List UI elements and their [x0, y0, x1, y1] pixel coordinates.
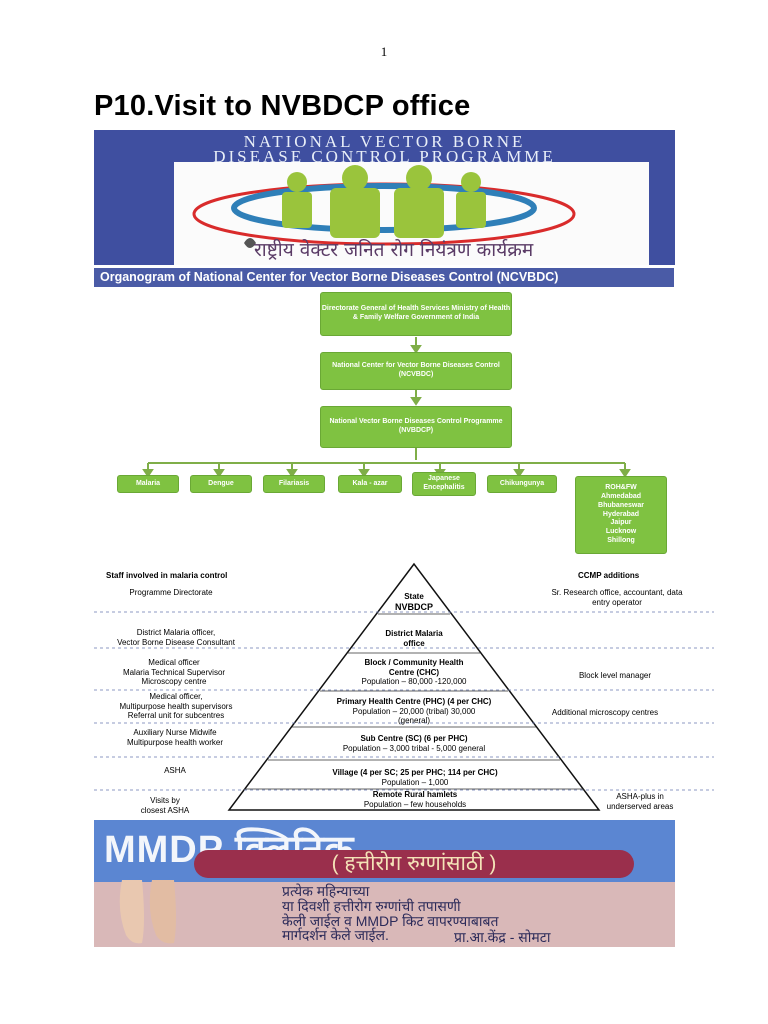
- level-sub: Population – 80,000 -120,000: [361, 677, 467, 687]
- left-staff-4: Medical officer, Multipurpose health sup…: [119, 692, 233, 721]
- roh-line: Hyderabad: [602, 510, 640, 518]
- org-level3-box: National Vector Borne Diseases Control P…: [320, 406, 512, 448]
- organogram-title: Organogram of National Center for Vector…: [94, 268, 674, 287]
- banner-line1: NATIONAL VECTOR BORNE: [243, 132, 526, 151]
- level-sub: Population – 3,000 tribal - 5,000 genera…: [342, 743, 486, 753]
- disease-box-malaria: Malaria: [117, 475, 179, 493]
- left-staff-7: Visits by closest ASHA: [140, 796, 190, 815]
- left-staff-5: Auxiliary Nurse Midwife Multipurpose hea…: [126, 728, 224, 747]
- roh-line: Ahmedabad: [600, 493, 642, 501]
- pyramid-diagram: [94, 562, 714, 811]
- pyramid-right-header: CCMP additions: [578, 571, 640, 580]
- level-title: Remote Rural hamlets: [372, 790, 458, 799]
- right-ccmp-2: Block level manager: [578, 671, 652, 680]
- disease-box-filariasis: Filariasis: [263, 475, 325, 493]
- level-title: Village (4 per SC; 25 per PHC; 114 per C…: [332, 768, 498, 777]
- disease-box-chikungunya: Chikungunya: [487, 475, 557, 493]
- legs-image-icon: [119, 880, 176, 944]
- level-title2: Population – 20,000 (tribal) 30,000: [352, 706, 476, 716]
- roh-line: ROH&FW: [605, 484, 637, 492]
- pyramid-level-hamlets: Remote Rural hamlets Population – few ho…: [310, 790, 520, 809]
- left-staff-1: Programme Directorate: [129, 588, 213, 597]
- roh-line: Lucknow: [605, 528, 637, 536]
- mmdp-line2: या दिवशी हत्तीरोग रुग्णांची तपासणी: [282, 898, 461, 914]
- mmdp-bottom-band: [94, 882, 675, 947]
- roh-box: ROH&FW Ahmedabad Bhubaneswar Hyderabad J…: [575, 476, 667, 554]
- nvbdcp-banner: NATIONAL VECTOR BORNE DISEASE CONTROL PR…: [94, 130, 675, 265]
- level-title: Block / Community Health: [364, 658, 464, 667]
- left-staff-6: ASHA: [164, 766, 186, 775]
- disease-box-kala-azar: Kala - azar: [338, 475, 402, 493]
- roh-line: Jaipur: [610, 519, 632, 527]
- right-ccmp-4: ASHA-plus in underserved areas: [606, 792, 674, 811]
- pyramid-level-village: Village (4 per SC; 25 per PHC; 114 per C…: [290, 768, 540, 787]
- left-staff-2: District Malaria officer, Vector Borne D…: [117, 628, 235, 647]
- pyramid-level-subcentre: Sub Centre (SC) (6 per PHC) Population –…: [300, 734, 528, 753]
- mmdp-subtitle: ( हत्तीरोग रुग्णांसाठी ): [194, 850, 634, 878]
- level-title2: Centre (CHC): [388, 667, 440, 677]
- mmdp-banner-photo: MMDP क्लिनिक ( हत्तीरोग रुग्णांसाठी ) प्…: [94, 820, 675, 947]
- page-number: 1: [380, 44, 388, 59]
- left-staff-3: Medical officer Malaria Technical Superv…: [122, 658, 226, 687]
- level-title: District Malaria: [385, 629, 443, 638]
- level-title2: NVBDCP: [394, 601, 433, 612]
- nvbdcp-logo-icon: [192, 165, 576, 248]
- level-sub: (general): [397, 716, 430, 726]
- pyramid-level-phc: Primary Health Centre (PHC) (4 per CHC) …: [296, 697, 532, 726]
- mmdp-line5: प्रा.आ.केंद्र - सोमटा: [454, 929, 551, 945]
- pyramid-level-state: State NVBDCP: [364, 592, 464, 612]
- banner-hindi: राष्ट्रीय वेक्टर जनित रोग नियंत्रण कार्य…: [254, 239, 534, 261]
- org-level1-box: Directorate General of Health Services M…: [320, 292, 512, 336]
- roh-line: Bhubaneswar: [598, 501, 644, 509]
- mmdp-line3: केली जाईल व MMDP किट वापरण्याबाबत: [282, 913, 499, 929]
- page-title: P10.Visit to NVBDCP office: [94, 90, 471, 122]
- right-ccmp-1: Sr. Research office, accountant, data en…: [551, 588, 683, 607]
- pyramid-level-block: Block / Community Health Centre (CHC) Po…: [324, 658, 504, 687]
- disease-box-je: Japanese Encephalitis: [412, 472, 476, 496]
- level-title: State: [404, 592, 424, 601]
- mmdp-line1: प्रत्येक महिन्याच्या: [282, 883, 370, 899]
- pyramid-level-district: District Malaria office: [354, 629, 474, 648]
- level-title: Primary Health Centre (PHC) (4 per CHC): [336, 697, 492, 706]
- level-title: Sub Centre (SC) (6 per PHC): [360, 734, 468, 743]
- level-sub: Population – 1,000: [381, 777, 449, 787]
- mmdp-line4: मार्गदर्शन केले जाईल.: [282, 927, 389, 943]
- right-ccmp-3: Additional microscopy centres: [551, 708, 659, 717]
- roh-line: Shillong: [607, 536, 635, 544]
- disease-box-dengue: Dengue: [190, 475, 252, 493]
- org-level2-box: National Center for Vector Borne Disease…: [320, 352, 512, 390]
- banner-line2: DISEASE CONTROL PROGRAMME: [213, 147, 556, 166]
- level-sub: Population – few households: [363, 799, 467, 809]
- pyramid-left-header: Staff involved in malaria control: [106, 571, 228, 580]
- level-title2: office: [403, 638, 425, 648]
